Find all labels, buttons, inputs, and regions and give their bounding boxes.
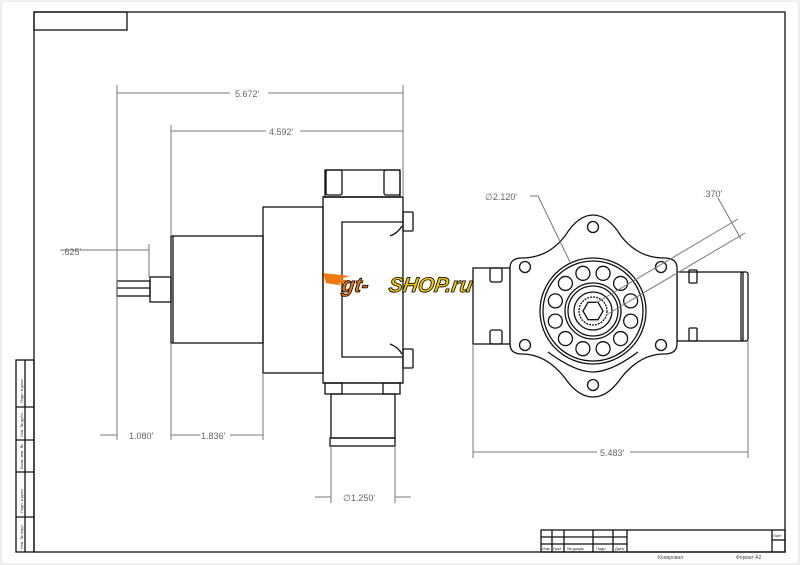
side-dimensions: 5.672' 4.592' .625' 1.080' 1.836' ∅1.250…: [60, 85, 411, 503]
dim-bolt-circle: ∅2.120': [485, 192, 517, 202]
port-hole: [623, 313, 639, 329]
dim-cylinder-length: 1.836': [201, 431, 226, 441]
side-view: [116, 169, 414, 447]
top-left-box: [33, 11, 128, 31]
dim-outlet-diameter: ∅1.250': [343, 493, 375, 503]
side-label: Взам. инв. №: [19, 444, 24, 469]
port-hole: [575, 341, 591, 357]
port-hole: [575, 265, 591, 281]
col-label: Дата: [615, 546, 625, 551]
col-label: Подп.: [596, 546, 607, 551]
side-label: Подп. и дата: [19, 489, 24, 513]
side-label: Инв. № подл.: [19, 524, 24, 549]
front-dimensions: 5.483' ∅2.120' .370': [472, 189, 749, 458]
port-hole: [547, 313, 563, 329]
svg-text:gt-: gt-: [339, 274, 370, 297]
dim-hex-size: .370': [703, 189, 723, 199]
format-label: Формат A2: [736, 555, 761, 561]
watermark-logo: gt- SHOP.ru: [323, 273, 475, 297]
svg-text:SHOP.ru: SHOP.ru: [387, 274, 474, 297]
port-hole: [557, 275, 574, 292]
port-hole: [595, 341, 611, 357]
port-hole: [612, 330, 629, 347]
dim-shaft-diameter: .625': [62, 247, 82, 257]
col-label: Изм.: [542, 546, 551, 551]
dim-body-length: 4.592': [269, 127, 294, 137]
port-hole: [557, 330, 574, 347]
port-hole: [623, 293, 639, 309]
col-label: № докум.: [567, 546, 585, 551]
copied-label: Копировал: [658, 555, 683, 561]
drawing-frame: [33, 11, 786, 553]
front-view: [472, 214, 749, 398]
port-hole: [547, 293, 563, 309]
side-strip: Подп. и дата Инв. № дубл. Взам. инв. № П…: [15, 359, 35, 553]
dim-overall-length: 5.672': [235, 89, 260, 99]
port-hole: [595, 265, 611, 281]
dim-overall-width: 5.483': [600, 448, 625, 458]
side-label: Инв. № дубл.: [19, 412, 24, 437]
dim-shaft-length: 1.080': [129, 431, 154, 441]
sheet-label: Лист: [773, 533, 782, 538]
side-label: Подп. и дата: [19, 379, 24, 403]
port-hole: [612, 275, 629, 292]
col-label: Лист: [553, 546, 562, 551]
title-block: Изм. Лист № докум. Подп. Дата Лист Копир…: [540, 529, 786, 561]
